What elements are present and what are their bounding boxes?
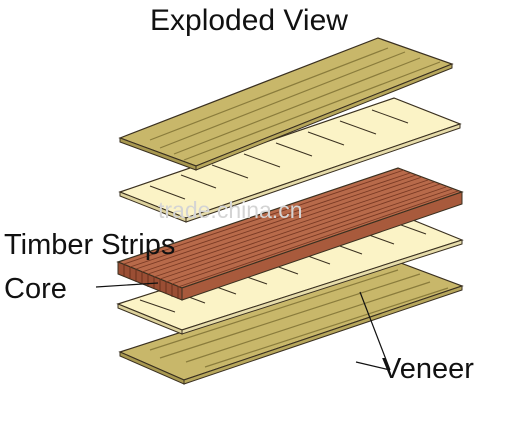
upper-crossband-layer <box>118 97 462 223</box>
timber-strips-label: Timber Strips <box>4 229 175 261</box>
core-right-face <box>181 191 463 301</box>
core-strip-ends <box>123 264 179 299</box>
top-veneer-grain <box>149 47 441 161</box>
diagram-title: Exploded View <box>150 4 348 37</box>
core-strip-lines <box>123 169 459 288</box>
upper-crossband-grain <box>149 109 409 200</box>
core-layer <box>116 167 464 301</box>
veneer-label: Veneer <box>382 353 474 385</box>
bottom-veneer-grain <box>149 269 449 368</box>
core-label: Core <box>4 273 67 305</box>
top-veneer-layer <box>118 37 454 171</box>
leader-lines <box>95 282 391 371</box>
veneer-leader-line-2 <box>359 291 391 371</box>
upper-crossband-edge-left <box>119 191 187 223</box>
core-leader-line <box>95 282 159 288</box>
lower-crossband-edge-left <box>117 303 183 335</box>
top-veneer-edge-left <box>119 137 197 171</box>
watermark-text: trade.china.cn <box>158 197 302 223</box>
veneer-leader-line <box>355 361 391 371</box>
